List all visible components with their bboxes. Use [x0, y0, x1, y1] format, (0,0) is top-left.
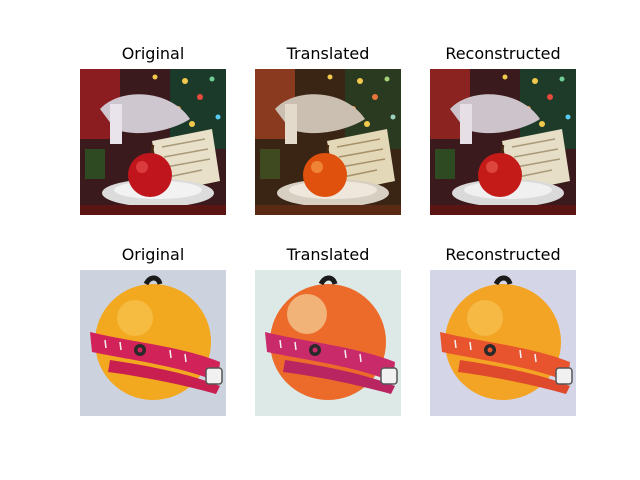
title-row2-original: Original [121, 245, 185, 264]
image-orange-original [80, 270, 226, 416]
title-row1-translated: Translated [286, 44, 370, 63]
image-apple-original [80, 69, 226, 215]
title-row1-original: Original [121, 44, 185, 63]
title-row2-translated: Translated [286, 245, 370, 264]
image-apple-translated [255, 69, 401, 215]
image-apple-reconstructed [430, 69, 576, 215]
image-orange-reconstructed [430, 270, 576, 416]
image-orange-translated [255, 270, 401, 416]
title-row2-reconstructed: Reconstructed [445, 245, 561, 264]
title-row1-reconstructed: Reconstructed [445, 44, 561, 63]
